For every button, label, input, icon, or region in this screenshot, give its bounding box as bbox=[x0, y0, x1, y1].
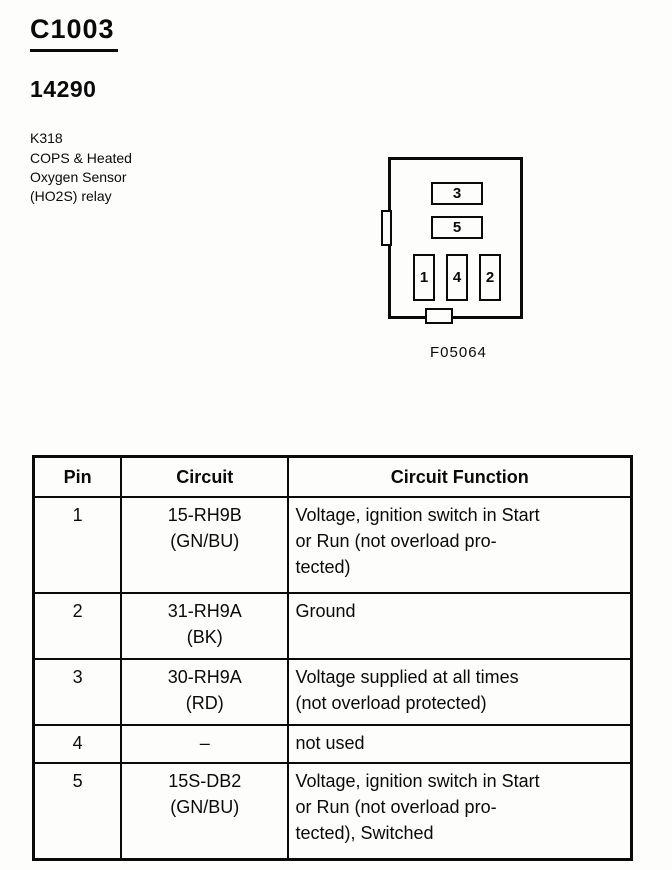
connector-side-tab bbox=[381, 210, 392, 246]
column-header-circuit: Circuit bbox=[120, 455, 290, 498]
circuit-code: 15-RH9B (GN/BU) bbox=[120, 496, 290, 594]
circuit-function: Voltage, ignition switch in Start or Run… bbox=[287, 762, 633, 860]
circuit-function: Ground bbox=[287, 592, 633, 660]
component-code: K318 bbox=[30, 130, 63, 146]
table-row: 5 15S-DB2 (GN/BU) Voltage, ignition swit… bbox=[32, 762, 633, 860]
table-row: 2 31-RH9A (BK) Ground bbox=[32, 592, 633, 660]
circuit-code: 31-RH9A (BK) bbox=[120, 592, 290, 660]
circuit-function: Voltage, ignition switch in Start or Run… bbox=[287, 496, 633, 594]
circuit-code: 15S-DB2 (GN/BU) bbox=[120, 762, 290, 860]
circuit-code: – bbox=[120, 724, 290, 764]
connector-id-title: C1003 bbox=[30, 14, 118, 52]
pin-slot-3: 3 bbox=[431, 182, 483, 205]
table-header-row: Pin Circuit Circuit Function bbox=[32, 455, 633, 498]
circuit-code: 30-RH9A (RD) bbox=[120, 658, 290, 726]
pin-number: 3 bbox=[32, 658, 123, 726]
table-row: 4 – not used bbox=[32, 724, 633, 764]
circuit-function: Voltage supplied at all times (not overl… bbox=[287, 658, 633, 726]
table-row: 3 30-RH9A (RD) Voltage supplied at all t… bbox=[32, 658, 633, 726]
figure-caption: F05064 bbox=[430, 344, 487, 361]
column-header-pin: Pin bbox=[32, 455, 123, 498]
pin-slot-4: 4 bbox=[446, 254, 468, 301]
connector-diagram: 3 5 1 4 2 bbox=[381, 157, 523, 324]
pin-number: 4 bbox=[32, 724, 123, 764]
table-row: 1 15-RH9B (GN/BU) Voltage, ignition swit… bbox=[32, 496, 633, 594]
pinout-table: Pin Circuit Circuit Function 1 15-RH9B (… bbox=[32, 455, 633, 861]
circuit-function: not used bbox=[287, 724, 633, 764]
pin-slot-5: 5 bbox=[431, 216, 483, 239]
part-number: 14290 bbox=[30, 76, 97, 102]
pin-slot-1: 1 bbox=[413, 254, 435, 301]
pin-number: 2 bbox=[32, 592, 123, 660]
column-header-circuit-function: Circuit Function bbox=[287, 455, 633, 498]
pin-slot-2: 2 bbox=[479, 254, 501, 301]
component-description: COPS & Heated Oxygen Sensor (HO2S) relay bbox=[30, 150, 132, 204]
pin-number: 1 bbox=[32, 496, 123, 594]
connector-bottom-tab bbox=[425, 308, 453, 324]
pin-number: 5 bbox=[32, 762, 123, 860]
